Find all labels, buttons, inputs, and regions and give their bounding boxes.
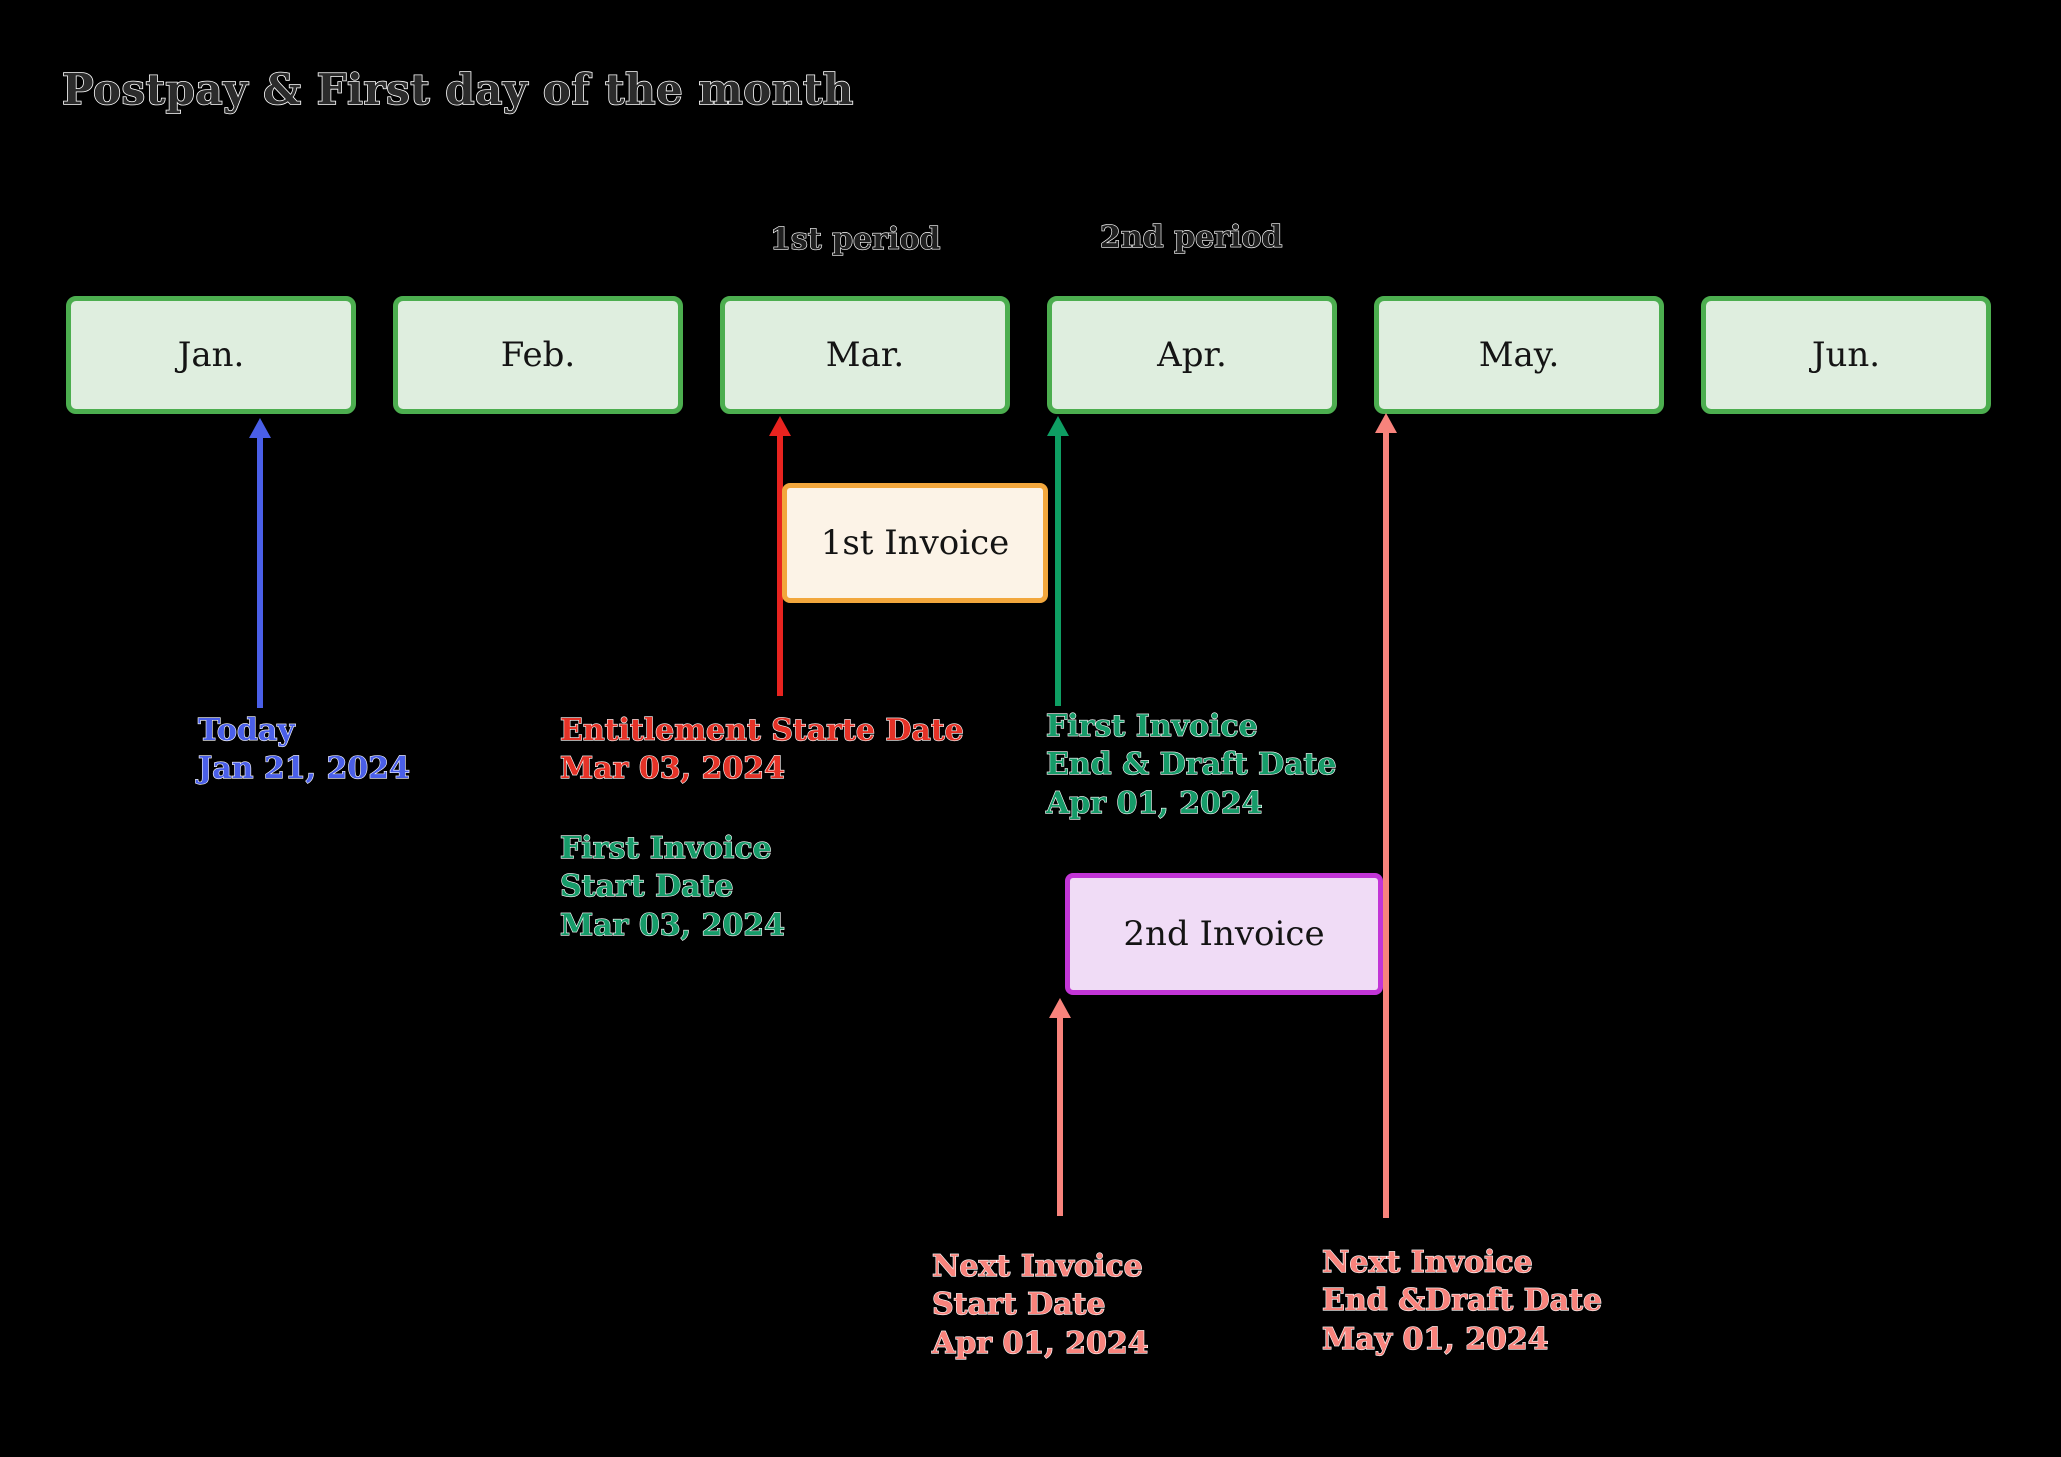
annotation-next-invoice-end-line2: End &Draft Date (1321, 1283, 1603, 1319)
annotation-first-invoice-end-line3: Apr 01, 2024 (1045, 785, 1263, 821)
annotation-next-invoice-start-line3: Apr 01, 2024 (931, 1325, 1149, 1361)
next-invoice-end-arrow (1374, 413, 1398, 1218)
annotation-first-invoice-start: First Invoice Start Date Mar 03, 2024 (559, 830, 786, 945)
annotation-first-invoice-end-line1: First Invoice (1045, 708, 1258, 744)
invoice-box-1st[interactable]: 1st Invoice (782, 483, 1048, 603)
next-invoice-start-arrow (1048, 998, 1072, 1216)
annotation-today: Today Jan 21, 2024 (197, 712, 411, 789)
arrow-shaft (1383, 427, 1389, 1218)
annotation-entitlement-start-line2: Mar 03, 2024 (559, 751, 786, 787)
annotation-first-invoice-start-line1: First Invoice (559, 830, 772, 866)
arrow-head-icon (769, 416, 791, 436)
arrow-head-icon (1049, 998, 1071, 1018)
annotation-first-invoice-start-line2: Start Date (559, 869, 734, 905)
arrow-shaft (1055, 430, 1061, 706)
arrow-shaft (1057, 1012, 1063, 1216)
annotation-next-invoice-end: Next Invoice End &Draft Date May 01, 202… (1321, 1244, 1603, 1359)
entitlement-start-arrow (768, 416, 792, 696)
month-box-mar[interactable]: Mar. (720, 296, 1010, 414)
arrow-shaft (777, 430, 783, 696)
annotation-next-invoice-start: Next Invoice Start Date Apr 01, 2024 (931, 1248, 1149, 1363)
today-arrow (248, 418, 272, 708)
annotation-first-invoice-end-line2: End & Draft Date (1045, 747, 1337, 783)
annotation-next-invoice-start-line2: Start Date (931, 1287, 1106, 1323)
annotation-today-line1: Today (197, 712, 295, 748)
annotation-first-invoice-end: First Invoice End & Draft Date Apr 01, 2… (1045, 708, 1337, 823)
page-title: Postpay & First day of the month (61, 64, 854, 115)
annotation-entitlement-start: Entitlement Starte Date Mar 03, 2024 (559, 712, 964, 789)
annotation-next-invoice-end-line3: May 01, 2024 (1321, 1321, 1549, 1357)
annotation-first-invoice-start-line3: Mar 03, 2024 (559, 907, 786, 943)
period-label-1st: 1st period (769, 221, 941, 257)
month-box-feb[interactable]: Feb. (393, 296, 683, 414)
arrow-head-icon (1047, 416, 1069, 436)
arrow-shaft (257, 432, 263, 708)
month-box-apr[interactable]: Apr. (1047, 296, 1337, 414)
month-box-may[interactable]: May. (1374, 296, 1664, 414)
month-box-jan[interactable]: Jan. (66, 296, 356, 414)
annotation-next-invoice-end-line1: Next Invoice (1321, 1244, 1533, 1280)
first-invoice-end-arrow (1046, 416, 1070, 706)
annotation-next-invoice-start-line1: Next Invoice (931, 1248, 1143, 1284)
arrow-head-icon (249, 418, 271, 438)
arrow-head-icon (1375, 413, 1397, 433)
annotation-entitlement-start-line1: Entitlement Starte Date (559, 712, 964, 748)
period-label-2nd: 2nd period (1099, 219, 1283, 255)
month-box-jun[interactable]: Jun. (1701, 296, 1991, 414)
invoice-box-2nd[interactable]: 2nd Invoice (1065, 873, 1383, 995)
annotation-today-line2: Jan 21, 2024 (197, 751, 411, 787)
